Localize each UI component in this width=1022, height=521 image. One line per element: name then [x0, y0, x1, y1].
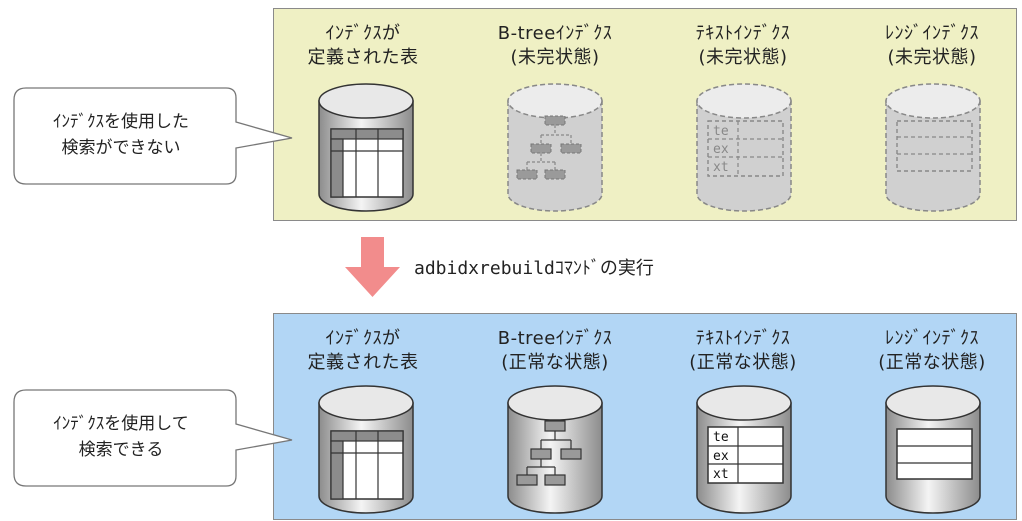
down-arrow-icon	[345, 237, 400, 297]
callout-bubble-top	[13, 87, 293, 185]
table-label-bottom: ｲﾝﾃﾞｸｽが 定義された表	[307, 328, 419, 373]
callout-text-top: ｲﾝﾃﾞｸｽを使用した 検索ができない	[53, 112, 189, 158]
cell-ex-bottom: ex	[713, 449, 729, 464]
table-cylinder-bottom	[318, 385, 414, 514]
btree-index-label-bottom: B-treeｲﾝﾃﾞｸｽ (正常な状態)	[497, 328, 613, 373]
command-label: adbidxrebuildｺﾏﾝﾄﾞの実行	[414, 258, 654, 279]
callout-bubble-bottom	[13, 389, 293, 487]
cell-te-bottom: te	[713, 430, 729, 445]
range-index-label-bottom: ﾚﾝｼﾞｲﾝﾃﾞｸｽ (正常な状態)	[878, 328, 986, 373]
cell-xt-bottom: xt	[713, 467, 729, 482]
table-cylinder-top	[318, 83, 414, 212]
text-index-label-top: ﾃｷｽﾄｲﾝﾃﾞｸｽ (未完状態)	[695, 23, 791, 68]
range-index-cylinder-incomplete	[885, 83, 981, 212]
cell-te-top: te	[713, 124, 729, 139]
cell-xt-top: xt	[713, 160, 729, 175]
table-label-top: ｲﾝﾃﾞｸｽが 定義された表	[307, 23, 419, 68]
btree-cylinder-normal	[507, 385, 603, 514]
range-index-label-top: ﾚﾝｼﾞｲﾝﾃﾞｸｽ (未完状態)	[885, 23, 979, 68]
callout-text-bottom: ｲﾝﾃﾞｸｽを使用して 検索できる	[53, 414, 189, 460]
text-index-cylinder-normal: te ex xt	[696, 385, 792, 514]
text-index-cylinder-incomplete: te ex xt	[696, 83, 792, 212]
btree-index-label-top: B-treeｲﾝﾃﾞｸｽ (未完状態)	[497, 23, 613, 68]
cell-ex-top: ex	[713, 142, 729, 157]
text-index-label-bottom: ﾃｷｽﾄｲﾝﾃﾞｸｽ (正常な状態)	[689, 328, 797, 373]
range-index-cylinder-normal	[885, 385, 981, 514]
btree-cylinder-incomplete	[507, 83, 603, 212]
